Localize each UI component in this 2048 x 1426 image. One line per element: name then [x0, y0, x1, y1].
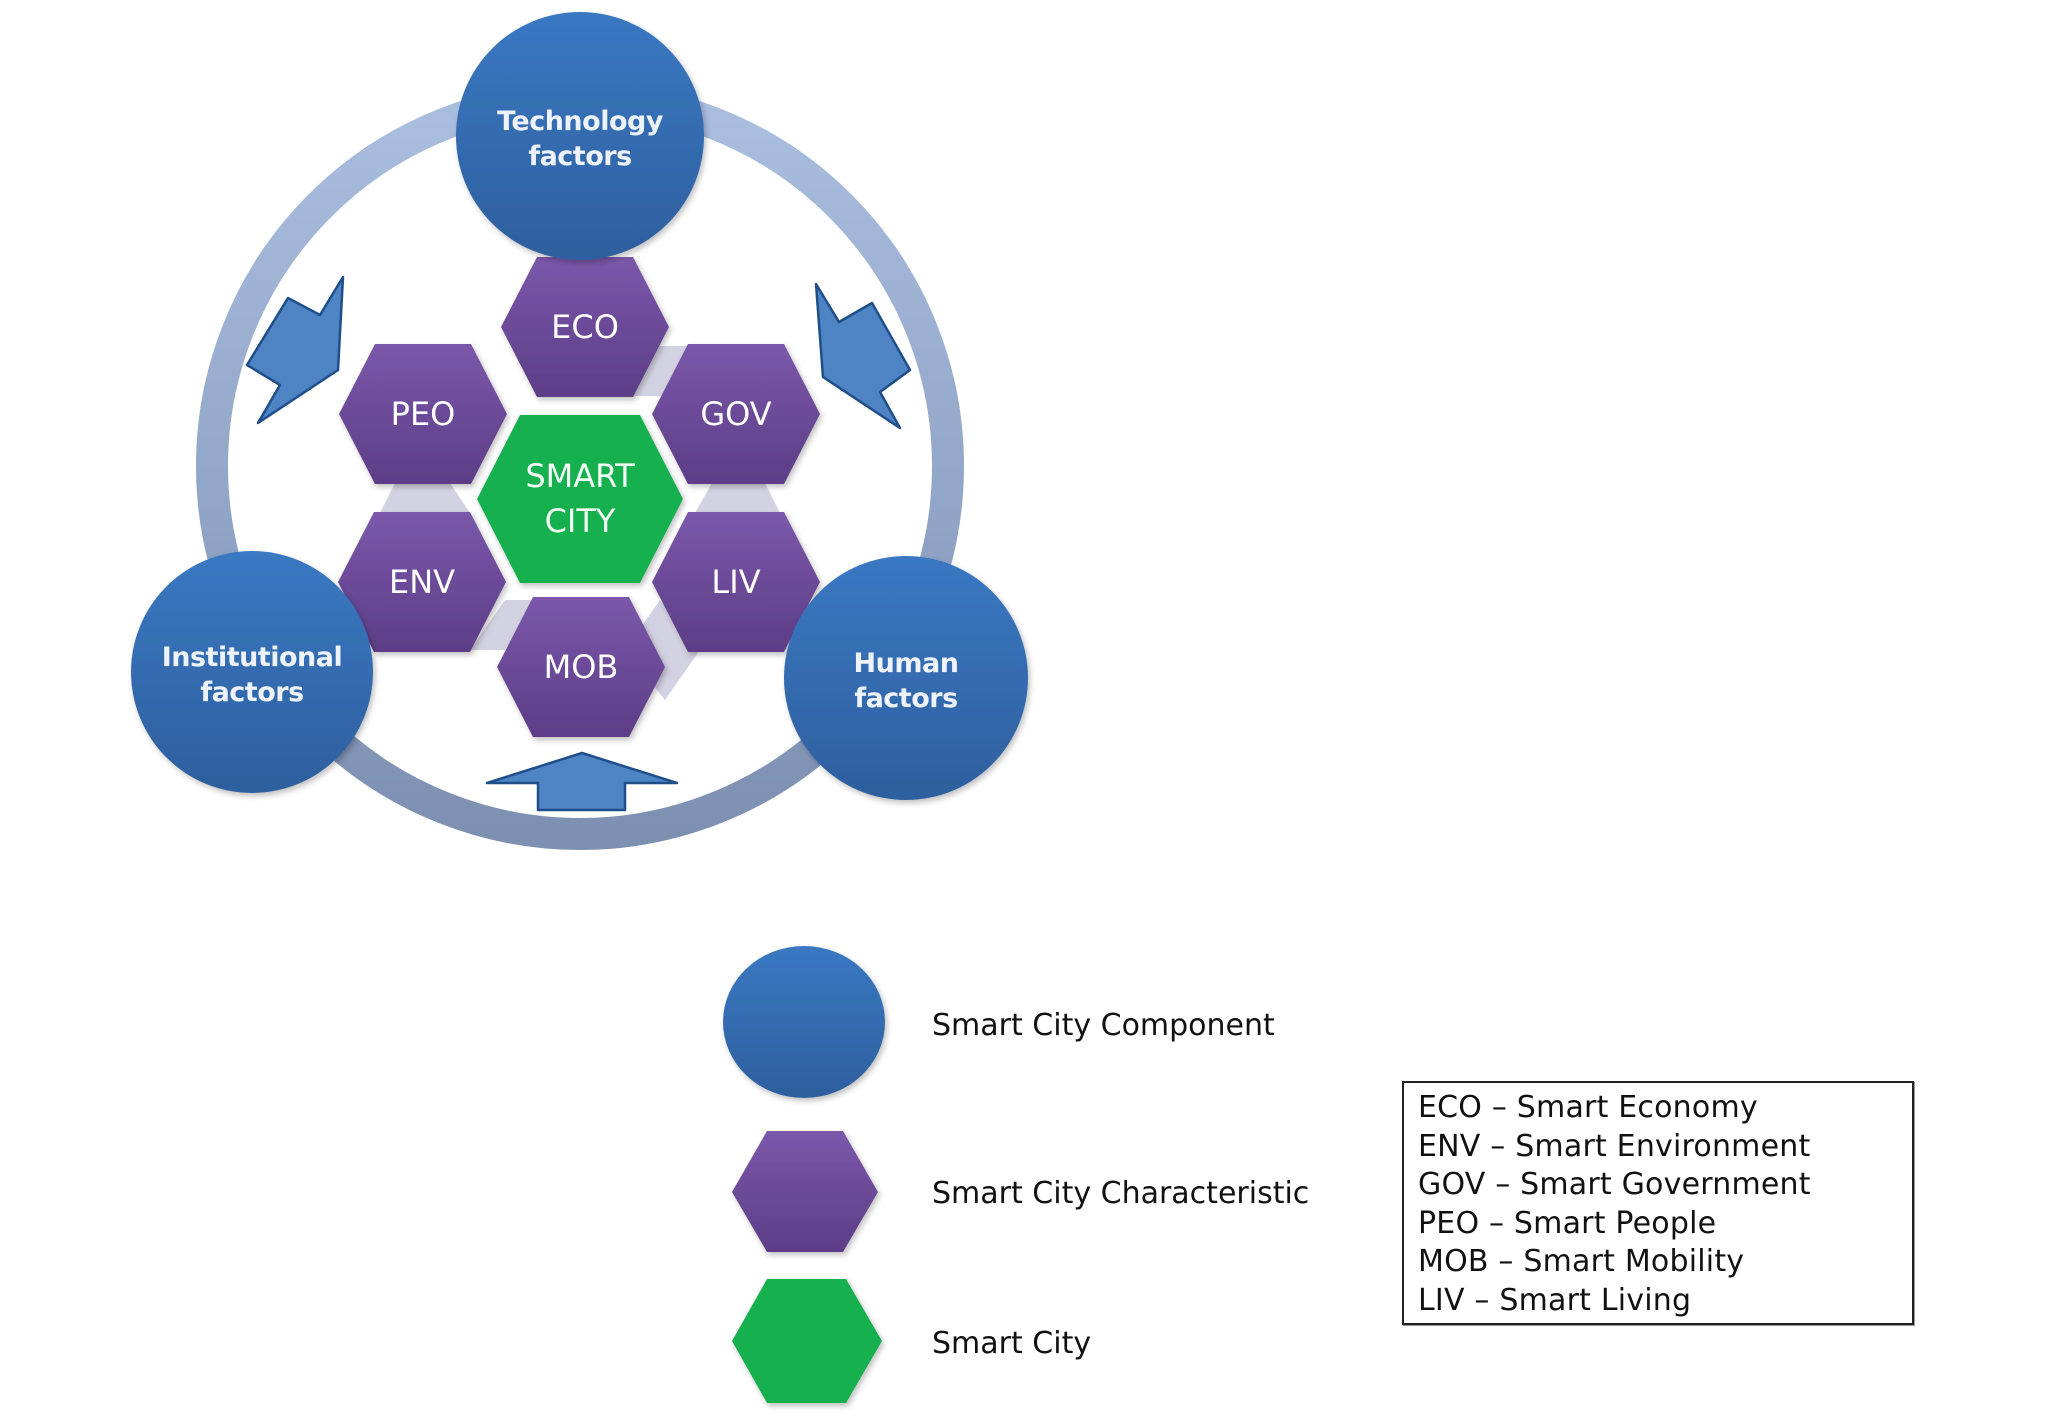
component-human-label-line-1: Human — [854, 648, 959, 679]
legend: Smart City Component Smart City Characte… — [723, 946, 1309, 1403]
hexagon-peo-shape — [339, 344, 507, 484]
legend-label-characteristic: Smart City Characteristic — [932, 1176, 1309, 1211]
abbreviation-env: ENV – Smart Environment — [1418, 1128, 1811, 1164]
components-group: TechnologyfactorsInstitutionalfactorsHum… — [131, 12, 1028, 800]
abbreviation-eco: ECO – Smart Economy — [1418, 1090, 1758, 1125]
abbreviation-gov: GOV – Smart Government — [1418, 1167, 1811, 1202]
abbreviation-mob: MOB – Smart Mobility — [1418, 1244, 1745, 1279]
center-smart-city: SMART CITY — [477, 415, 683, 583]
abbreviation-liv: LIV – Smart Living — [1418, 1282, 1692, 1318]
characteristic-liv: LIV — [652, 512, 820, 652]
legend-circle-icon — [723, 946, 885, 1098]
characteristic-mob: MOB — [497, 597, 665, 737]
component-human-circle — [784, 556, 1028, 800]
legend-label-component: Smart City Component — [932, 1008, 1275, 1043]
component-human: Human factors — [784, 556, 1028, 800]
arrow-from-human-icon — [814, 282, 912, 430]
legend-label-smart-city: Smart City — [932, 1326, 1091, 1361]
smart-city-label-line-1: SMART — [525, 457, 635, 495]
component-technology: Technology factors — [456, 12, 704, 260]
hexagon-gov-shape — [652, 344, 820, 484]
hexagon-liv-shape — [652, 512, 820, 652]
hex-connector — [380, 483, 470, 513]
hexagon-mob-shape — [497, 597, 665, 737]
hexagon-mob-label: MOB — [544, 648, 619, 686]
hexagon-gov-label: GOV — [700, 395, 771, 433]
component-institutional-label-line-1: Institutional — [162, 642, 343, 673]
characteristics-group: ECO PEO GOV ENV LIV MOB SMART CITY — [338, 257, 820, 737]
characteristic-gov: GOV — [652, 344, 820, 484]
hex-connector — [470, 600, 540, 650]
characteristic-peo: PEO — [339, 344, 507, 484]
characteristic-env: ENV — [338, 512, 506, 652]
hexagon-peo-label: PEO — [391, 395, 456, 433]
hex-connector — [695, 483, 780, 513]
abbreviation-legend-box: ECO – Smart Economy ENV – Smart Environm… — [1402, 1081, 1914, 1325]
arrow-up-icon — [485, 751, 679, 812]
smart-city-label-line-2: CITY — [545, 502, 616, 540]
component-institutional-label-line-2: factors — [200, 677, 303, 708]
arrow-from-institutional-icon — [245, 275, 345, 425]
hex-connector — [620, 346, 700, 396]
smart-city-hexagon-shape — [477, 415, 683, 583]
hexagon-liv-label: LIV — [711, 563, 760, 601]
component-human-label-line-2: factors — [854, 683, 957, 714]
hexagon-eco-label: ECO — [551, 308, 619, 346]
abbreviation-peo: PEO – Smart People — [1418, 1205, 1717, 1241]
hexagon-eco-shape — [501, 257, 669, 397]
arrows-group — [245, 275, 912, 812]
component-technology-circle — [456, 12, 704, 260]
legend-green-hexagon-icon — [732, 1279, 882, 1403]
hexagon-env-label: ENV — [389, 563, 455, 601]
component-institutional-circle — [131, 551, 373, 793]
component-technology-label-line-2: factors — [528, 141, 631, 172]
component-technology-label-line-1: Technology — [497, 106, 664, 137]
hexagon-env-shape — [338, 512, 506, 652]
legend-purple-hexagon-icon — [732, 1131, 878, 1252]
characteristic-eco: ECO — [501, 257, 669, 397]
component-institutional: Institutional factors — [131, 551, 373, 793]
